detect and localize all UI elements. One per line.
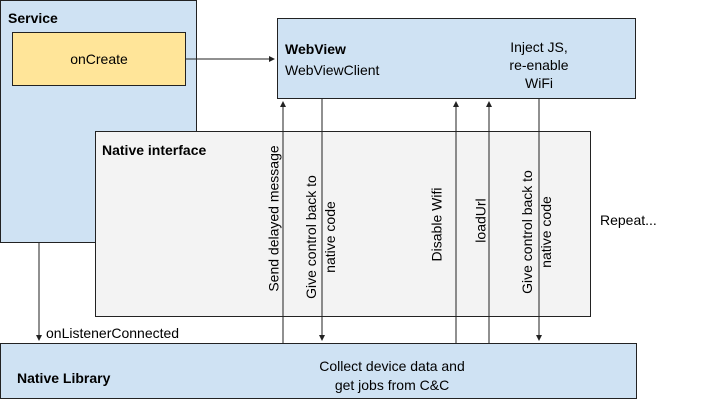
webview-note-line-3: WiFi bbox=[525, 75, 553, 91]
native-library-title: Native Library bbox=[17, 370, 111, 386]
label-disable-wifi-text: Disable Wifi bbox=[428, 187, 445, 262]
label-load-url: loadUrl bbox=[472, 191, 491, 251]
label-give-control-2-line-2: native code bbox=[538, 196, 554, 268]
label-give-control-2: Give control back to native code bbox=[518, 157, 556, 307]
label-disable-wifi: Disable Wifi bbox=[428, 175, 447, 275]
native-interface-title: Native interface bbox=[102, 142, 207, 158]
label-give-control-2-line-1: Give control back to bbox=[519, 170, 535, 294]
label-on-listener-connected: onListenerConnected bbox=[46, 325, 180, 341]
webview-note-line-2: re-enable bbox=[509, 57, 569, 73]
label-give-control-1-line-1: Give control back to bbox=[303, 175, 319, 299]
oncreate-box bbox=[12, 32, 186, 86]
webview-note-line-1: Inject JS, bbox=[510, 39, 568, 55]
service-title: Service bbox=[8, 10, 58, 26]
webview-title: WebView bbox=[285, 41, 346, 57]
native-library-box bbox=[0, 343, 637, 399]
label-give-control-1: Give control back to native code bbox=[302, 162, 340, 312]
webview-box bbox=[277, 18, 636, 99]
native-library-note-line-2: get jobs from C&C bbox=[334, 377, 450, 393]
label-send-delayed-message: Send delayed message bbox=[265, 129, 284, 309]
label-repeat: Repeat... bbox=[600, 212, 657, 228]
native-interface-box bbox=[95, 131, 591, 317]
native-library-note-line-1: Collect device data and bbox=[319, 358, 465, 374]
oncreate-label: onCreate bbox=[70, 51, 128, 67]
label-give-control-1-line-2: native code bbox=[322, 201, 338, 273]
label-send-delayed-message-text: Send delayed message bbox=[265, 145, 282, 292]
label-load-url-text: loadUrl bbox=[472, 198, 489, 243]
webview-client-label: WebViewClient bbox=[285, 62, 380, 78]
